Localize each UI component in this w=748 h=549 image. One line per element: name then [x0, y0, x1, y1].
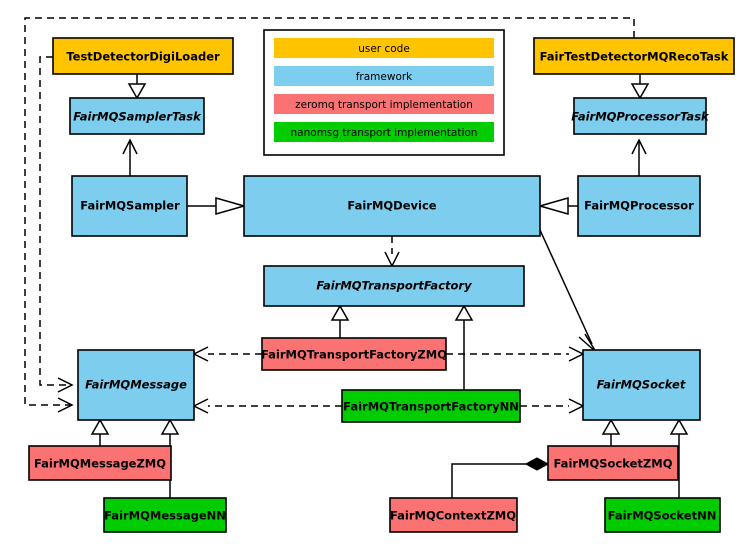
edge-device-to-transportfactory	[384, 236, 400, 268]
legend-swatch-user-code	[274, 38, 494, 58]
node-box[interactable]	[52, 37, 234, 75]
node-fairmqtransportfactory[interactable]: FairMQTransportFactory	[263, 265, 525, 307]
node-box[interactable]	[582, 349, 701, 421]
edge-contextzmq-to-socketzmq	[451, 457, 550, 498]
node-box[interactable]	[341, 389, 521, 423]
legend-item-framework: framework	[274, 66, 494, 86]
legend-swatch-zeromq	[274, 94, 494, 114]
edge-digiloader-to-samplertask	[127, 74, 147, 100]
node-box[interactable]	[573, 97, 707, 135]
edge-factorynn-to-transportfactory	[454, 304, 474, 390]
edge-factoryzmq-to-message	[192, 346, 262, 362]
legend-item-user-code: user code	[274, 38, 494, 58]
node-fairmqprocessortask[interactable]: FairMQProcessorTask	[571, 97, 710, 135]
edge-sampler-to-device	[187, 197, 247, 215]
edge-socketnn-to-socket	[669, 418, 689, 498]
node-fairmqsampler[interactable]: FairMQSampler	[71, 175, 188, 237]
node-box[interactable]	[243, 175, 541, 237]
legend-swatch-framework	[274, 66, 494, 86]
node-fairmqprocessor[interactable]: FairMQProcessor	[577, 175, 701, 237]
legend-item-zeromq: zeromq transport implementation	[274, 94, 494, 114]
legend-swatch-nanomsg	[274, 122, 494, 142]
edge-recotask-to-processortask	[630, 74, 650, 100]
node-fairmqmessagezmq[interactable]: FairMQMessageZMQ	[28, 445, 172, 481]
node-fairmqtransportfactorynn[interactable]: FairMQTransportFactoryNN	[341, 389, 521, 423]
color-legend: user code framework zeromq transport imp…	[263, 29, 505, 156]
node-box[interactable]	[577, 175, 701, 237]
node-box[interactable]	[547, 445, 679, 481]
edge-factorynn-to-socket	[520, 398, 585, 414]
node-box[interactable]	[71, 175, 188, 237]
node-fairmqmessage[interactable]: FairMQMessage	[77, 349, 195, 421]
node-box[interactable]	[28, 445, 172, 481]
node-fairmqsocketzmq[interactable]: FairMQSocketZMQ	[547, 445, 679, 481]
edge-processor-to-device	[537, 197, 578, 215]
edge-factoryzmq-to-transportfactory	[330, 304, 350, 338]
edge-device-to-socket	[539, 229, 597, 353]
node-fairmqcontextzmq[interactable]: FairMQContextZMQ	[389, 497, 518, 533]
edge-factoryzmq-to-socket	[446, 346, 585, 362]
node-box[interactable]	[604, 497, 721, 533]
node-fairmqdevice[interactable]: FairMQDevice	[243, 175, 541, 237]
edge-layer	[24, 17, 689, 498]
node-fairtestdetectormqrecotask[interactable]: FairTestDetectorMQRecoTask	[533, 37, 735, 75]
node-testdetectordigiloader[interactable]: TestDetectorDigiLoader	[52, 37, 234, 75]
edge-messagezmq-to-message	[90, 418, 110, 446]
node-box[interactable]	[77, 349, 195, 421]
legend-item-nanomsg: nanomsg transport implementation	[274, 122, 494, 142]
node-box[interactable]	[69, 97, 205, 135]
edge-factorynn-to-message	[192, 398, 342, 414]
node-box[interactable]	[103, 497, 227, 533]
node-box[interactable]	[263, 265, 525, 307]
node-fairmqsocketnn[interactable]: FairMQSocketNN	[604, 497, 721, 533]
edge-socketzmq-to-socket	[601, 418, 621, 446]
node-fairmqsocket[interactable]: FairMQSocket	[582, 349, 701, 421]
node-box[interactable]	[261, 337, 447, 371]
node-fairmqsamplertask[interactable]: FairMQSamplerTask	[69, 97, 205, 135]
edge-sampler-to-samplertask	[122, 138, 138, 176]
node-fairmqtransportfactoryzmq[interactable]: FairMQTransportFactoryZMQ	[261, 337, 447, 371]
node-box[interactable]	[533, 37, 735, 75]
edge-digiloader-to-message	[39, 56, 74, 393]
node-box[interactable]	[389, 497, 518, 533]
edge-recotask-to-message	[24, 17, 635, 413]
edge-processor-to-processortask	[631, 138, 647, 176]
node-fairmqmessagenn[interactable]: FairMQMessageNN	[103, 497, 227, 533]
